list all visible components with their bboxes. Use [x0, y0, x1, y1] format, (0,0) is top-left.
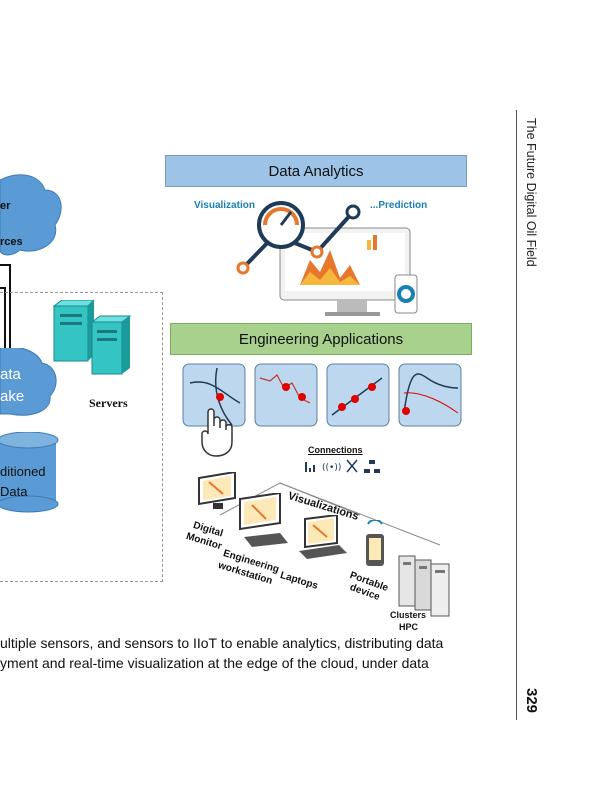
- running-head-text: The Future Digital Oil Field: [524, 118, 538, 267]
- servers-label: Servers: [89, 396, 128, 410]
- engineering-applications-title: Engineering Applications: [238, 330, 404, 348]
- analytics-illustration: [236, 201, 418, 316]
- cloud-label-1: er: [0, 200, 11, 212]
- margin-rule: [516, 110, 517, 720]
- visualization-label: Visualization: [194, 200, 255, 211]
- hand-pointer-icon: [201, 408, 233, 457]
- laptop-icon: [299, 515, 347, 559]
- cloud-label-2: rces: [0, 236, 23, 248]
- data-analytics-banner: Data Analytics: [165, 155, 467, 187]
- device-label-hpc: HPC: [399, 622, 419, 632]
- figure: er rces ata ake Servers ditioned Data Da…: [0, 150, 515, 632]
- caption-line-2: yment and real-time visualization at the…: [0, 655, 429, 671]
- engineering-applications-banner: Engineering Applications: [170, 323, 472, 355]
- cloud-shape: [0, 174, 62, 256]
- server-icon: [52, 300, 132, 375]
- prediction-label: ...Prediction: [370, 200, 428, 211]
- data-lake-label-1: ata: [0, 366, 21, 383]
- data-lake-dashed-box: [0, 292, 163, 582]
- data-analytics-title: Data Analytics: [268, 162, 364, 180]
- conditioned-label-1: ditioned: [0, 464, 46, 479]
- connection-icons: ((•)): [305, 459, 380, 473]
- database-icon: [0, 432, 59, 513]
- engineering-plot-tiles: [182, 363, 462, 427]
- digital-monitor-icon: [198, 472, 236, 509]
- device-label-clusters: Clusters: [390, 610, 427, 620]
- engineering-workstation-icon: [239, 493, 288, 547]
- caption-line-1: ultiple sensors, and sensors to IIoT to …: [0, 635, 444, 651]
- figure-caption: ultiple sensors, and sensors to IIoT to …: [0, 633, 500, 673]
- conditioned-label-2: Data: [0, 484, 28, 499]
- running-head: The Future Digital Oil Field: [520, 118, 546, 278]
- data-lake-label-2: ake: [0, 388, 25, 405]
- hpc-cluster-icon: [398, 555, 450, 617]
- page-number-text: 329: [523, 688, 540, 714]
- data-lake-cloud: [0, 348, 57, 416]
- svg-text:((•)): ((•)): [322, 463, 341, 473]
- page-number: 329: [522, 688, 548, 722]
- portable-device-icon: [366, 520, 384, 566]
- connections-label: Connections: [308, 445, 363, 455]
